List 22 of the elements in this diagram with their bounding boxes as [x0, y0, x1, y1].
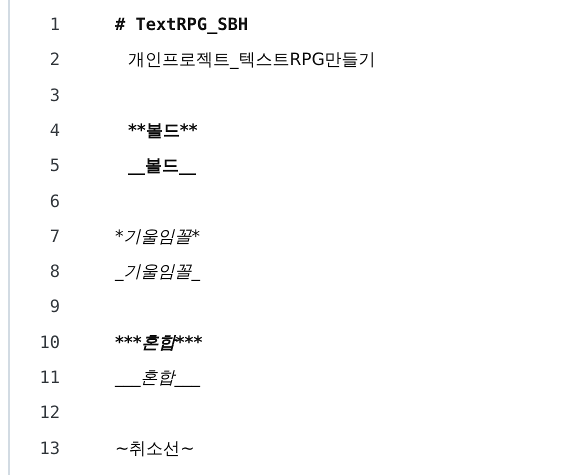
line-number: 6	[48, 190, 60, 212]
line-number: 12	[38, 402, 60, 424]
code-line: ~취소선~	[115, 438, 194, 460]
line-number: 13	[38, 438, 60, 460]
code-line: 개인프로젝트_텍스트RPG만들기	[128, 49, 376, 72]
code-line: ___혼합___	[115, 367, 200, 389]
code-line: ***혼합***	[115, 332, 202, 354]
code-line: # TextRPG_SBH	[115, 14, 248, 36]
line-number: 11	[38, 367, 60, 389]
line-number: 7	[48, 226, 60, 248]
line-number: 1	[48, 14, 60, 36]
line-number: 2	[48, 49, 60, 72]
line-number: 8	[48, 261, 60, 284]
line-number: 10	[38, 332, 60, 354]
line-number: 5	[48, 155, 60, 178]
line-number: 4	[48, 120, 60, 142]
code-line: _기울임꼴_	[115, 261, 200, 284]
line-number: 3	[48, 84, 60, 107]
code-line: __볼드__	[128, 155, 196, 178]
line-number: 9	[48, 296, 60, 318]
code-line: **볼드**	[128, 120, 198, 142]
code-line: *기울임꼴*	[115, 226, 200, 248]
